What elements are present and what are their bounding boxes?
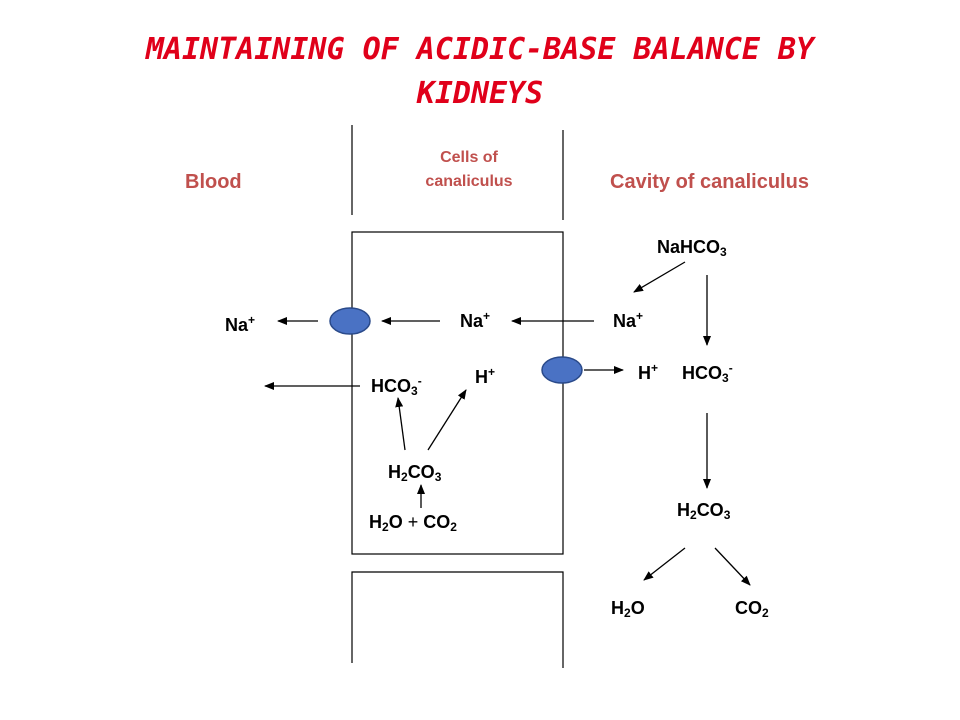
arrow-h2co3-to-co2 [714, 547, 751, 586]
h2o-cavity-label: H2O [611, 598, 645, 620]
arrow-h2co3-to-h2o [643, 547, 686, 581]
title-line-1: MAINTAINING OF ACIDIC-BASE BALANCE BY [145, 32, 815, 67]
na-transporter [329, 307, 371, 335]
h2co3-cavity-label: H2CO3 [677, 500, 731, 522]
cells-header-line-1: Cells of [440, 149, 498, 166]
cells-header: Cells of canaliculus [395, 146, 543, 194]
hco3-cavity-label: HCO3- [682, 361, 733, 385]
na-cell-label: Na+ [460, 309, 491, 331]
cell-bottom-box [351, 571, 564, 668]
nahco3-label: NaHCO3 [657, 237, 727, 259]
arrow-nahco3-to-na [633, 261, 686, 293]
co2-cavity-label: CO2 [735, 598, 769, 620]
na-cavity-label: Na+ [613, 309, 644, 331]
h2o-co2-cell-label: H2O + CO2 [369, 512, 457, 534]
arrow-h2co3-to-hco3 [395, 397, 406, 451]
h-cavity-label: H+ [638, 361, 659, 383]
na-blood-label: Na+ [225, 313, 256, 335]
cell-middle-box [351, 231, 564, 555]
cells-header-line-2: canaliculus [425, 173, 513, 190]
hco3-cell-label: HCO3- [371, 374, 422, 398]
blood-header: Blood [185, 171, 242, 193]
h2co3-cell-label: H2CO3 [388, 462, 442, 484]
cavity-header: Cavity of canaliculus [610, 171, 809, 193]
h-transporter [541, 356, 583, 384]
title-line-2: KIDNEYS [416, 76, 544, 111]
arrow-h2co3-to-h [427, 389, 467, 451]
page-title: MAINTAINING OF ACIDIC-BASE BALANCE BY KI… [40, 28, 920, 116]
h-cell-label: H+ [475, 365, 496, 387]
